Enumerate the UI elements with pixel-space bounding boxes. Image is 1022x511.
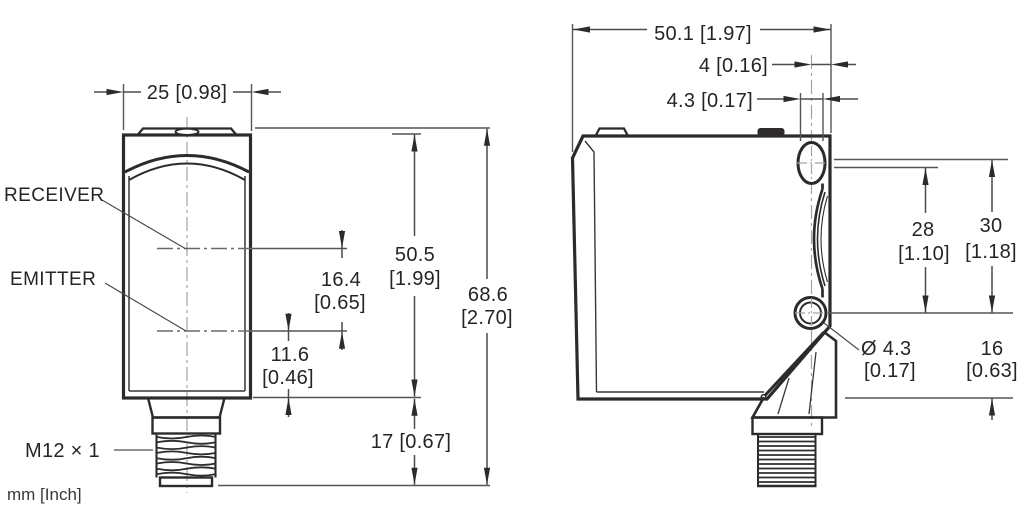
dim-slot-width: 4.3 [0.17] [667, 90, 753, 112]
side-top-tab-right [757, 128, 785, 136]
front-body-inner-lines [128, 176, 246, 392]
front-connector-nut [151, 416, 222, 435]
front-connector-threads [156, 434, 217, 477]
dim-hole-to-bottom-mm: 16 [981, 338, 1004, 360]
side-connector-neck-folds [777, 351, 817, 415]
units-note: mm [Inch] [7, 485, 82, 504]
dim-receiver-emitter-mm: 16.4 [321, 269, 361, 291]
front-lens-dome-arcs [124, 154, 250, 174]
side-lens-profile [812, 183, 824, 298]
side-body-inner-lines [584, 140, 764, 393]
centerlines [186, 55, 813, 493]
front-optical-axes-dashed [157, 247, 252, 332]
side-lens-profile-inner [816, 191, 826, 287]
side-lens-profile-inner2 [820, 195, 829, 283]
side-body-outline [570, 134, 832, 401]
dim-hole-to-top-mm: 30 [980, 215, 1003, 237]
m12-thread-label: M12 × 1 [25, 440, 100, 462]
leader-lines [101, 199, 860, 451]
front-connector-neck [146, 397, 226, 419]
hole-center-marks [795, 146, 826, 328]
dimension-arrowheads [106, 26, 996, 485]
dim-hole-spacing-inch: [1.10] [898, 243, 950, 265]
front-optical-axes-solid [252, 247, 347, 332]
extension-lines [122, 24, 1013, 487]
dim-body-height-mm: 50.5 [395, 244, 435, 266]
dim-total-height-inch: [2.70] [461, 307, 513, 329]
emitter-label: EMITTER [10, 269, 96, 290]
side-connector-nut [751, 416, 824, 436]
side-angled-face-line [762, 330, 826, 398]
receiver-label: RECEIVER [4, 185, 104, 206]
side-view [570, 127, 838, 488]
dim-body-height-inch: [1.99] [389, 268, 441, 290]
dim-total-height-mm: 68.6 [468, 284, 508, 306]
dim-hole-spacing-mm: 28 [912, 219, 935, 241]
dim-hole-to-top-inch: [1.18] [965, 241, 1017, 263]
dim-hole-to-bottom-inch: [0.63] [966, 360, 1018, 382]
dim-emitter-bottom-inch: [0.46] [262, 367, 314, 389]
dim-hole-to-face: 4 [0.16] [699, 55, 768, 77]
front-connector-cap [158, 476, 214, 488]
front-view [121, 127, 347, 488]
dim-connector-length: 17 [0.67] [371, 431, 452, 453]
dim-hole-diameter-mm: Ø 4.3 [861, 338, 911, 360]
dim-receiver-emitter-inch: [0.65] [314, 292, 366, 314]
side-top-tab-left [594, 127, 630, 137]
front-top-ridge-oval [174, 127, 200, 137]
dimension-lines [94, 28, 993, 485]
dim-front-width: 25 [0.98] [147, 82, 228, 104]
dim-emitter-bottom-mm: 11.6 [271, 344, 310, 366]
annotations: 25 [0.98] RECEIVER EMITTER 16.4 [0.65] 1… [4, 23, 1018, 504]
front-connector-thread-edges [155, 433, 217, 478]
front-lens-dome-inner-arc [128, 162, 246, 181]
dim-hole-diameter-inch: [0.17] [864, 360, 916, 382]
side-connector-threads [758, 436, 816, 483]
dim-depth: 50.1 [1.97] [654, 23, 752, 45]
side-connector-neck [750, 330, 838, 419]
